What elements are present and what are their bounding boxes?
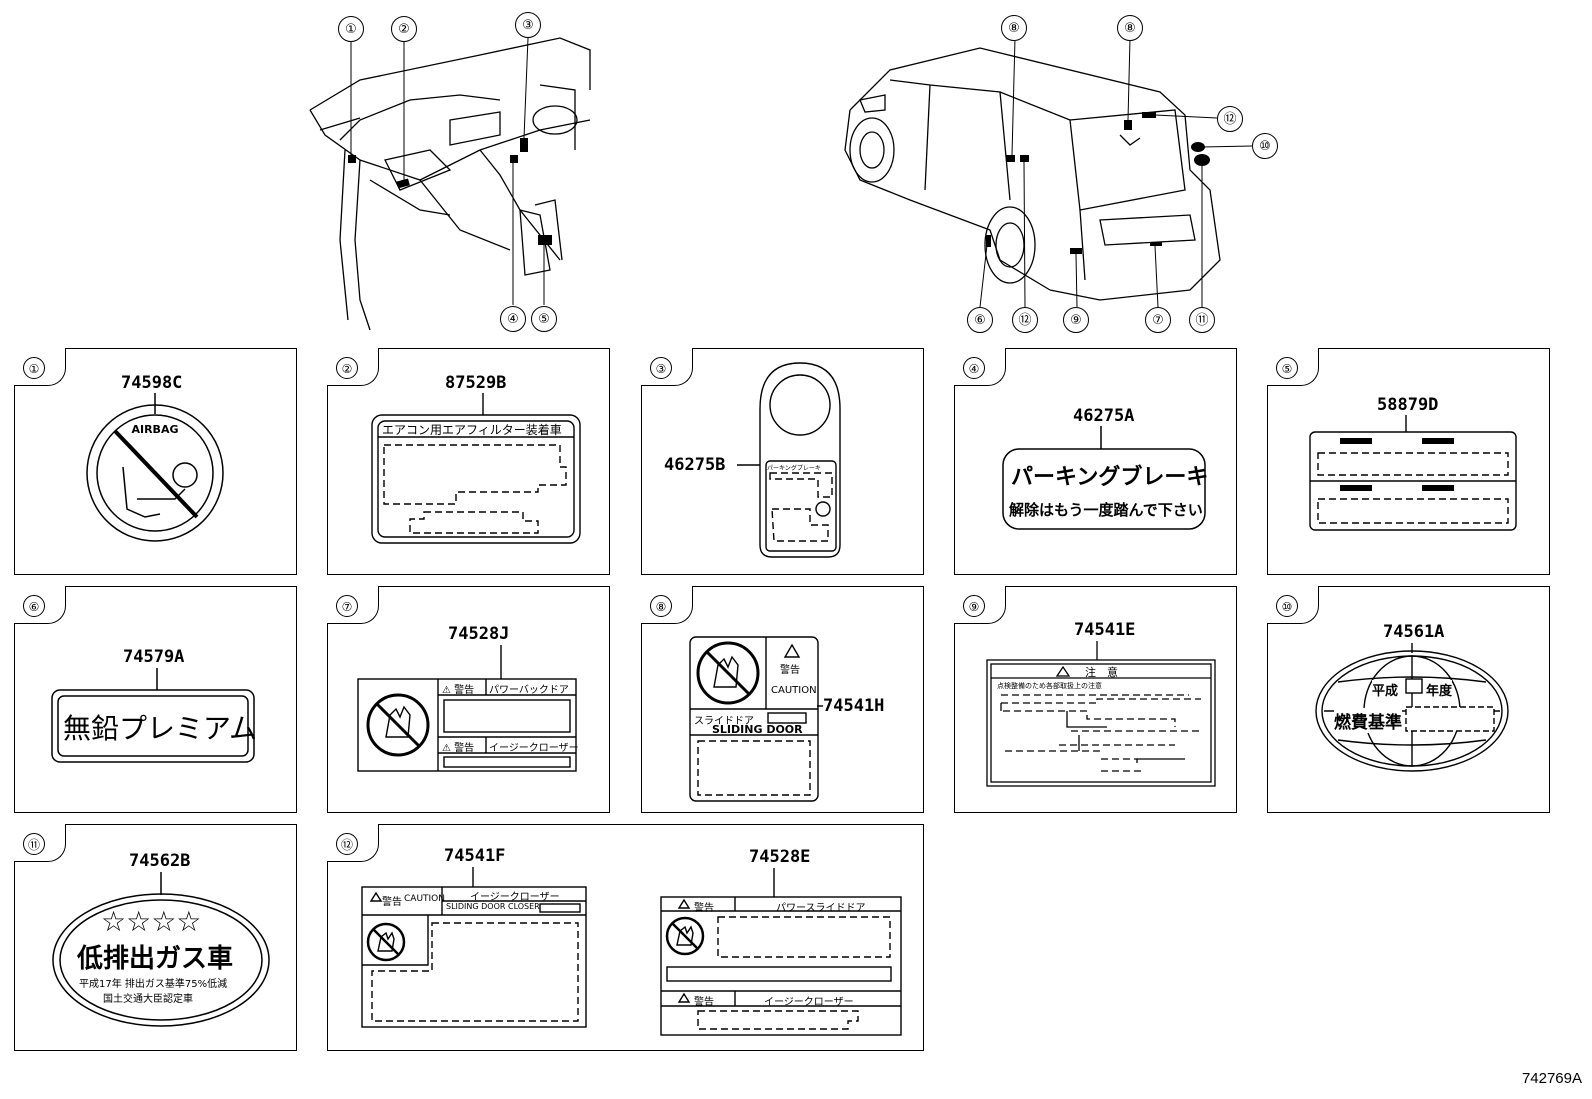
low-emission-text: 低排出ガス車 bbox=[77, 944, 234, 974]
hang-tag-drawing bbox=[737, 362, 841, 558]
vehicle-line-art bbox=[844, 37, 1253, 308]
closer-labels-drawing bbox=[361, 867, 902, 1036]
warn-text: 警告 bbox=[780, 665, 800, 676]
panel-number: ⑫ bbox=[336, 833, 358, 855]
callout-6: ⑥ bbox=[967, 307, 993, 333]
rear-exterior-diagram: ⑧ ⑧ ⑫ ⑩ ⑥ ⑫ ⑨ ⑦ ⑪ bbox=[830, 0, 1290, 340]
hang-tag-text: パーキングブレーキ bbox=[767, 465, 821, 472]
low-emission-label-drawing bbox=[52, 872, 270, 1027]
label-panel-1: ① 74598C AIRBAG bbox=[14, 348, 297, 575]
label-panel-3: ③ 46275B パーキングブレーキ bbox=[641, 348, 924, 575]
callout-4: ④ bbox=[500, 306, 526, 332]
callout-1: ① bbox=[338, 16, 364, 42]
part-number: 74562B bbox=[129, 851, 191, 871]
label-panel-4: ④ 46275A パーキングブレーキ 解除はもう一度踏んで下さい bbox=[954, 348, 1237, 575]
heisei-text: 平成 bbox=[1372, 680, 1399, 699]
fuel-label-text: 無鉛プレミアム bbox=[63, 712, 258, 745]
easy-closer-text: イージークローザー bbox=[489, 743, 579, 754]
fuel-label-drawing bbox=[51, 668, 255, 763]
fuel-standard-text: 燃費基準 bbox=[1334, 708, 1402, 733]
fuel-economy-label-drawing bbox=[1315, 643, 1509, 772]
airbag-label-drawing: AIRBAG bbox=[86, 393, 224, 542]
part-number: 46275B bbox=[664, 455, 726, 475]
label-panel-7: ⑦ 74528J ⚠ 警告 パワーバックドア ⚠ 警告 イージークローザー bbox=[327, 586, 610, 813]
sliding-door-closer-en: SLIDING DOOR CLOSER bbox=[446, 902, 540, 911]
stars: ☆☆☆☆ bbox=[101, 905, 202, 938]
callout-5: ⑤ bbox=[531, 306, 557, 332]
panel-number: ⑥ bbox=[23, 595, 45, 617]
panel-number: ④ bbox=[963, 357, 985, 379]
filter-label-title: エアコン用エアフィルター装着車 bbox=[382, 423, 562, 437]
part-number: 74579A bbox=[123, 647, 185, 667]
label-panel-9: ⑨ 74541E 注 意 点検整備のため各部取扱上の注意 bbox=[954, 586, 1237, 813]
warn-b-bottom: 警告 bbox=[694, 997, 714, 1008]
parking-brake-line1: パーキングブレーキ bbox=[1011, 465, 1209, 490]
parking-brake-line2: 解除はもう一度踏んで下さい bbox=[1009, 501, 1203, 519]
power-back-door-text: パワーバックドア bbox=[489, 685, 569, 696]
parking-brake-label-drawing bbox=[1002, 426, 1206, 530]
callout-12b: ⑫ bbox=[1012, 307, 1038, 333]
callout-12a: ⑫ bbox=[1217, 106, 1243, 132]
label-panel-5: ⑤ 58879D bbox=[1267, 348, 1550, 575]
power-slide-door-text: パワースライドドア bbox=[776, 903, 866, 914]
diagram-id: 742769A bbox=[1521, 1070, 1582, 1087]
label-panel-8: ⑧ 74541H 警告 CAUTION スライドドア SLIDING DOOR bbox=[641, 586, 924, 813]
easy-closer-jp-a: イージークローザー bbox=[470, 892, 560, 903]
notice-subtitle: 点検整備のため各部取扱上の注意 bbox=[997, 682, 1102, 690]
panel-number: ② bbox=[336, 357, 358, 379]
panel-number: ⑧ bbox=[650, 595, 672, 617]
nendo-text: 年度 bbox=[1426, 680, 1453, 699]
warn-top: ⚠ 警告 bbox=[442, 685, 475, 696]
back-door-label-drawing bbox=[357, 645, 577, 772]
panel-number: ⑦ bbox=[336, 595, 358, 617]
part-number: 74598C bbox=[121, 373, 183, 393]
label-panel-11: ⑪ 74562B ☆☆☆☆ 低排出ガス車 平成17年 排出ガス基準75%低減 国… bbox=[14, 824, 297, 1051]
panel-number: ⑨ bbox=[963, 595, 985, 617]
label-panel-12: ⑫ 74541F 74528E bbox=[327, 824, 924, 1051]
notice-label-drawing bbox=[986, 641, 1216, 787]
callout-8a: ⑧ bbox=[1001, 15, 1027, 41]
front-interior-diagram: ① ② ③ ④ ⑤ bbox=[300, 0, 620, 340]
part-number: 74528J bbox=[448, 624, 510, 644]
interior-line-art bbox=[309, 37, 591, 331]
warn-b-top: 警告 bbox=[694, 903, 714, 914]
panel-number: ① bbox=[23, 357, 45, 379]
part-number: 74541E bbox=[1074, 620, 1136, 640]
callout-10: ⑩ bbox=[1252, 133, 1278, 159]
part-number: 74541H bbox=[823, 696, 885, 716]
easy-closer-jp-b: イージークローザー bbox=[764, 997, 854, 1008]
panel-number: ③ bbox=[650, 357, 672, 379]
part-number: 74561A bbox=[1383, 622, 1445, 642]
caution-a: CAUTION bbox=[404, 894, 445, 904]
callout-2: ② bbox=[391, 16, 417, 42]
part-number-a: 74541F bbox=[444, 846, 506, 866]
caution-text: CAUTION bbox=[771, 685, 817, 696]
emission-standard-text: 平成17年 排出ガス基準75%低減 bbox=[79, 979, 228, 990]
airbag-text: AIRBAG bbox=[131, 423, 178, 436]
warn-a: 警告 bbox=[382, 897, 402, 908]
callout-3: ③ bbox=[515, 12, 541, 38]
panel-number: ⑩ bbox=[1276, 595, 1298, 617]
label-panel-2: ② 87529B エアコン用エアフィルター装着車 bbox=[327, 348, 610, 575]
warn-bottom: ⚠ 警告 bbox=[442, 743, 475, 754]
part-number: 58879D bbox=[1377, 395, 1439, 415]
sliding-door-label-drawing bbox=[689, 636, 823, 802]
callout-11: ⑪ bbox=[1189, 307, 1215, 333]
panel-number: ⑤ bbox=[1276, 357, 1298, 379]
sliding-door-jp: スライドドア bbox=[694, 716, 754, 727]
part-number: 46275A bbox=[1073, 406, 1135, 426]
part-number: 87529B bbox=[445, 373, 507, 393]
callout-9: ⑨ bbox=[1063, 307, 1089, 333]
certified-text: 国土交通大臣認定車 bbox=[103, 994, 193, 1005]
label-panel-10: ⑩ 74561A 平成 年度 燃費基準 bbox=[1267, 586, 1550, 813]
callout-7: ⑦ bbox=[1145, 307, 1171, 333]
callout-8b: ⑧ bbox=[1117, 15, 1143, 41]
filter-label-drawing bbox=[371, 393, 581, 544]
label-panel-6: ⑥ 74579A 無鉛プレミアム bbox=[14, 586, 297, 813]
double-label-drawing bbox=[1309, 415, 1517, 531]
panel-number: ⑪ bbox=[23, 833, 45, 855]
notice-title: 注 意 bbox=[1085, 666, 1118, 679]
part-number-b: 74528E bbox=[749, 847, 811, 867]
sliding-door-en: SLIDING DOOR bbox=[712, 723, 803, 736]
